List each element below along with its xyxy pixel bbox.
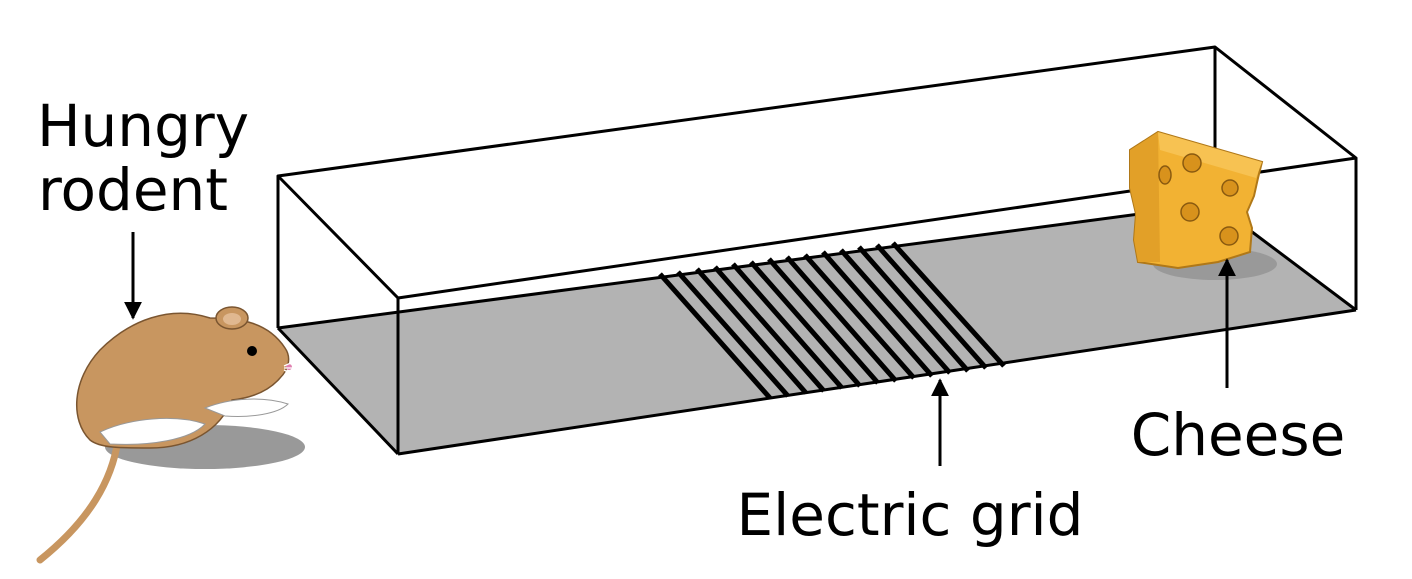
cheese-illustration bbox=[1129, 130, 1277, 280]
grid-label: Electric grid bbox=[737, 481, 1084, 549]
cheese-label: Cheese bbox=[1131, 401, 1346, 469]
rodent-label-line1: Hungry bbox=[37, 92, 249, 160]
box-floor bbox=[278, 204, 1356, 454]
rodent-illustration bbox=[36, 306, 305, 564]
rodent-label-line2: rodent bbox=[38, 156, 228, 224]
electric-grid bbox=[658, 241, 1006, 400]
